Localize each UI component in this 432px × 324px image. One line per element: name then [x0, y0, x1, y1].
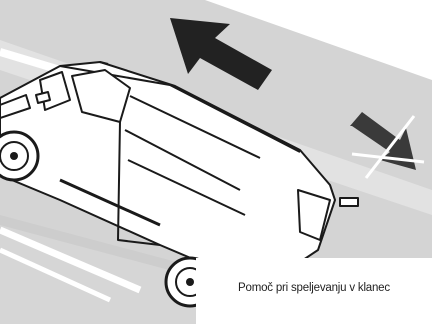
- mirror: [36, 92, 50, 103]
- front-wheel: [0, 132, 38, 180]
- caption-text: Pomoč pri speljevanju v klanec: [196, 282, 432, 294]
- rear-light: [340, 198, 358, 206]
- caption-box: Pomoč pri speljevanju v klanec: [196, 258, 432, 324]
